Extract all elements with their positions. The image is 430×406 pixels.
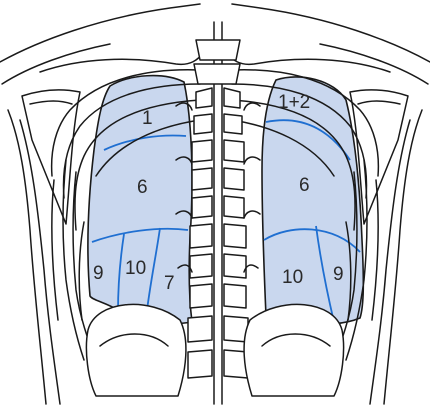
label-right-posterior-basal: 10 [125, 258, 146, 279]
label-right-lateral-basal: 9 [93, 263, 104, 284]
diaphragm-domes [86, 304, 343, 396]
label-right-medial-basal: 7 [164, 273, 175, 294]
label-left-superior: 6 [299, 175, 310, 196]
label-left-lateral-basal: 9 [333, 264, 344, 285]
label-left-posterior-basal: 10 [282, 267, 303, 288]
label-right-superior: 6 [137, 177, 148, 198]
lung-left [262, 77, 363, 325]
label-right-apical: 1 [142, 108, 153, 129]
lung-right [88, 76, 192, 324]
scapula-left-side [22, 90, 80, 224]
label-left-apicoposterior: 1+2 [278, 92, 310, 113]
